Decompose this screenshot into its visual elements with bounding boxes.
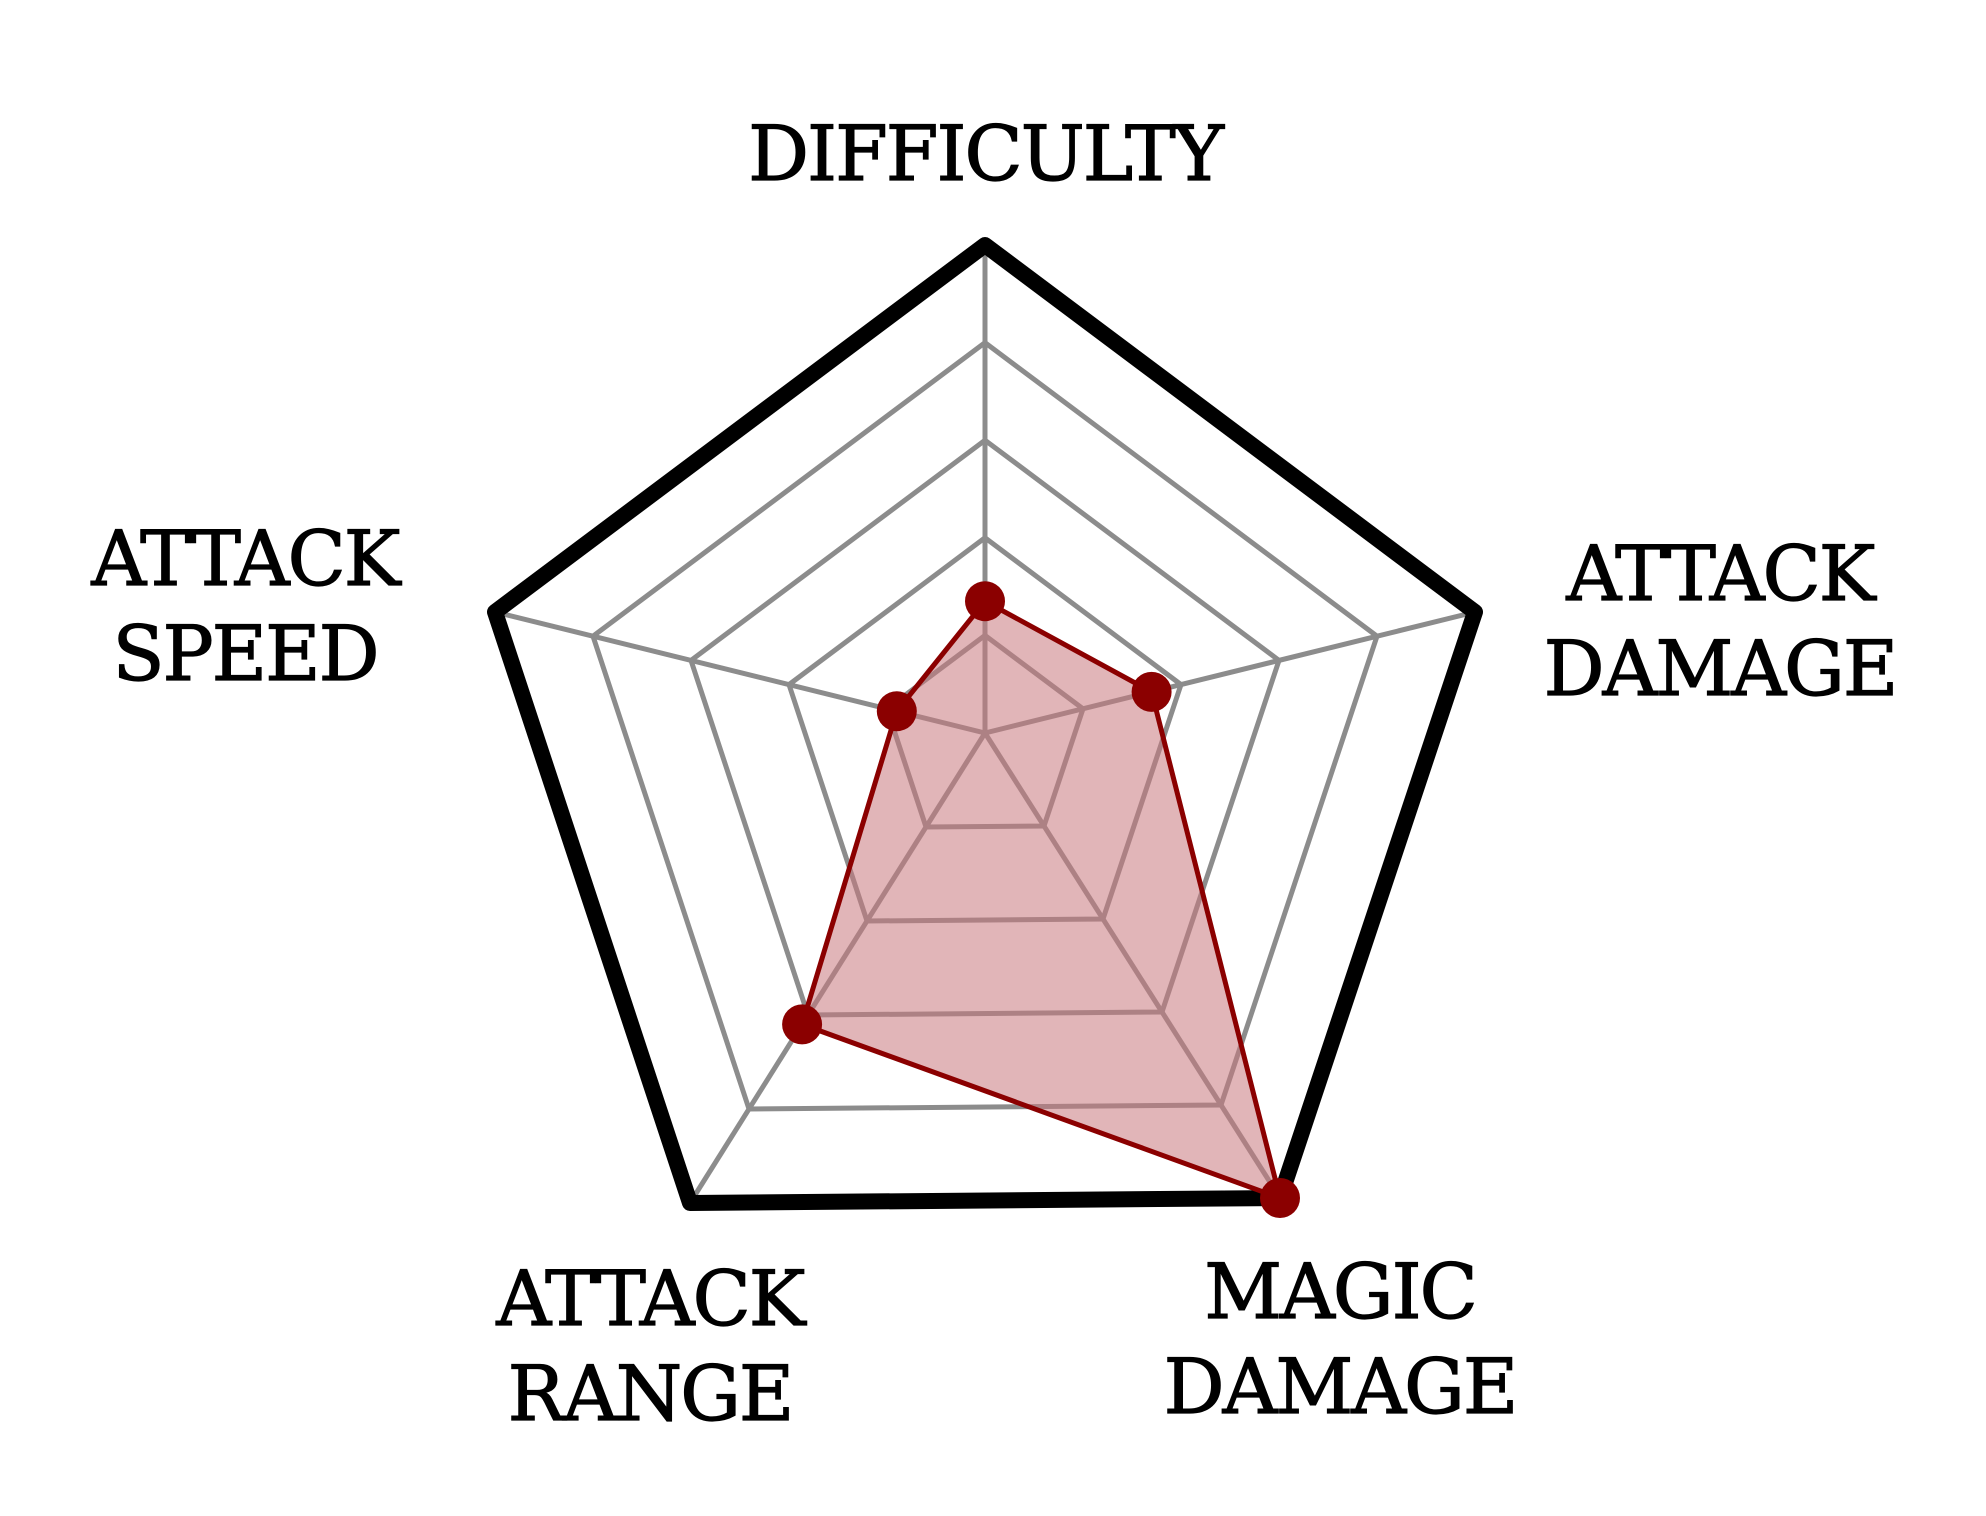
data-point-difficulty xyxy=(965,581,1005,622)
axis-label-line: MAGIC xyxy=(1204,1247,1476,1336)
axis-label-line: ATTACK xyxy=(495,1254,806,1343)
axis-label-line: ATTACK xyxy=(1565,529,1876,618)
series-area-0 xyxy=(799,598,1284,1202)
axis-label-line: DAMAGE xyxy=(1544,624,1897,713)
axis-label-line: SPEED xyxy=(112,609,377,698)
series-layer xyxy=(782,581,1300,1218)
axis-label-line: ATTACK xyxy=(90,514,401,603)
data-point-attack-damage xyxy=(1131,671,1172,712)
data-point-attack-speed xyxy=(876,691,917,732)
outer-ring-layer xyxy=(487,237,1483,1211)
axis-label-line: DAMAGE xyxy=(1164,1342,1517,1431)
data-point-magic-damage xyxy=(1260,1178,1300,1218)
axis-label-difficulty: DIFFICULTY xyxy=(748,109,1225,198)
outer-ring xyxy=(487,237,1483,1211)
axis-label-line: DIFFICULTY xyxy=(748,109,1225,198)
axis-label-line: RANGE xyxy=(508,1349,793,1438)
grid-ring-4 xyxy=(590,339,1380,1112)
data-point-attack-range xyxy=(782,1004,823,1045)
